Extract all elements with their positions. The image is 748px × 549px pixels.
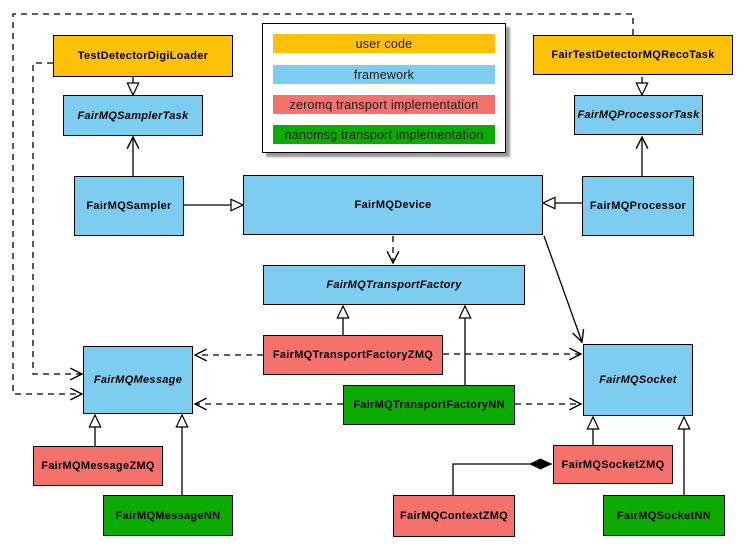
class-label: FairMQSamplerTask: [77, 109, 189, 122]
legend-item-framework: framework: [273, 65, 495, 84]
legend-item-user-code: user code: [273, 34, 495, 53]
class-box-fairmqdevice: FairMQDevice: [243, 175, 543, 235]
edge-dep-recotask-message: [12, 13, 634, 394]
class-box-fairmqsamplertask: FairMQSamplerTask: [63, 95, 203, 136]
class-label: FairMQSocketZMQ: [561, 458, 665, 471]
legend-label: zeromq transport implementation: [289, 97, 479, 112]
edge-comp-contextzmq-socketzmq: [452, 458, 552, 495]
class-box-testdetectordigiloader: TestDetectorDigiLoader: [53, 35, 233, 77]
class-box-fairmqprocessortask: FairMQProcessorTask: [574, 95, 703, 135]
legend-item-nanomsg: nanomsg transport implementation: [273, 125, 495, 144]
class-box-fairmqtransportfactorynn: FairMQTransportFactoryNN: [343, 385, 515, 425]
class-label: FairMQSocket: [599, 374, 677, 386]
class-label: FairMQProcessor: [589, 200, 687, 212]
class-box-fairmqsocket: FairMQSocket: [583, 344, 693, 416]
legend-label: nanomsg transport implementation: [284, 127, 484, 142]
legend: user code framework zeromq transport imp…: [262, 23, 506, 153]
legend-item-zeromq: zeromq transport implementation: [273, 95, 495, 114]
class-label: FairMQTransportFactoryZMQ: [272, 349, 434, 361]
class-label: FairMQMessage: [93, 374, 183, 386]
class-label: FairMQMessageNN: [115, 509, 221, 522]
class-box-fairmqsocketnn: FairMQSocketNN: [603, 495, 725, 536]
class-box-fairmqmessagezmq: FairMQMessageZMQ: [33, 446, 163, 486]
class-box-fairtestdetectormqrecotask: FairTestDetectorMQRecoTask: [533, 35, 733, 75]
edge-dep-digiloader-message: [32, 62, 82, 374]
class-box-fairmqprocessor: FairMQProcessor: [582, 176, 694, 236]
edge-assoc-device-socket: [543, 235, 582, 342]
class-label: FairMQTransportFactoryNN: [353, 399, 505, 411]
class-label: TestDetectorDigiLoader: [77, 50, 209, 62]
legend-label: framework: [353, 67, 415, 82]
class-label: FairMQMessageZMQ: [41, 460, 155, 472]
class-box-fairmqmessagenn: FairMQMessageNN: [103, 495, 233, 536]
class-box-fairmqmessage: FairMQMessage: [83, 346, 193, 414]
class-box-fairmqsocketzmq: FairMQSocketZMQ: [553, 445, 673, 484]
class-label: FairMQProcessorTask: [577, 109, 700, 121]
class-label: FairMQDevice: [354, 199, 432, 211]
class-label: FairMQContextZMQ: [399, 510, 509, 522]
class-box-fairmqtransportfactory: FairMQTransportFactory: [263, 265, 525, 305]
class-label: FairMQSocketNN: [616, 509, 712, 522]
class-label: FairTestDetectorMQRecoTask: [551, 49, 715, 61]
class-box-fairmqtransportfactoryzmq: FairMQTransportFactoryZMQ: [263, 335, 443, 375]
legend-label: user code: [355, 36, 413, 51]
class-label: FairMQSampler: [86, 200, 172, 212]
class-label: FairMQTransportFactory: [326, 279, 462, 291]
class-box-fairmqsampler: FairMQSampler: [74, 176, 184, 236]
class-box-fairmqcontextzmq: FairMQContextZMQ: [393, 495, 515, 537]
